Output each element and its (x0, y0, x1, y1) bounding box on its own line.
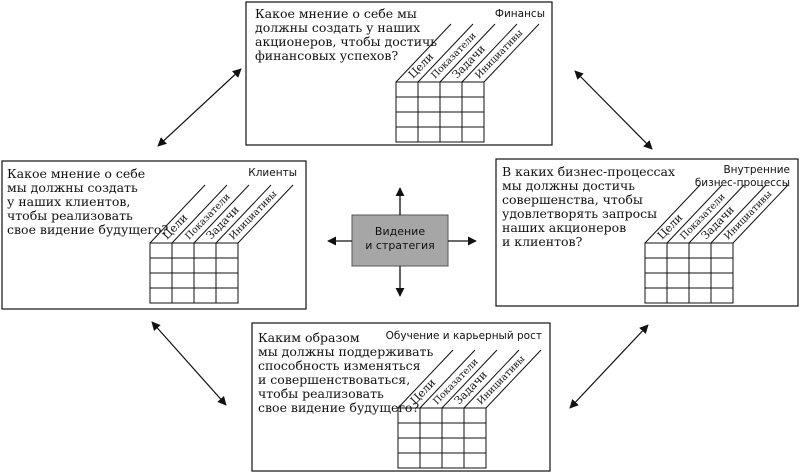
clients-question-line-4: чтобы реализовать (7, 208, 133, 223)
perspective-processes: В каких бизнес-процессах мы должны дости… (495, 158, 799, 307)
perspective-finance: Какое мнение о себе мы должны создать у … (245, 1, 553, 146)
processes-question-line-1: В каких бизнес-процессах (502, 164, 675, 179)
learning-question-line-1: Каким образом (258, 330, 360, 345)
learning-question-line-5: чтобы реализовать (258, 386, 384, 401)
learning-question-line-6: свое видение будущего? (258, 400, 419, 415)
processes-header-slant-3 (710, 184, 767, 244)
learning-header-slant-4 (485, 349, 542, 409)
processes-header-slant-0 (644, 184, 701, 244)
arrow-finance-processes (574, 70, 653, 150)
finance-box (245, 1, 553, 146)
processes-question-line-6: и клиентов? (502, 234, 583, 249)
processes-question-line-3: совершенства, чтобы (502, 192, 643, 207)
learning-header-slant-3 (463, 349, 520, 409)
finance-question-line-3: акционеров, чтобы достичь (255, 34, 437, 49)
learning-header-slant-0 (397, 349, 454, 409)
clients-header-slant-2 (193, 184, 250, 244)
clients-header-slant-3 (215, 184, 272, 244)
clients-header-slant-4 (237, 184, 294, 244)
learning-header-slant-2 (441, 349, 498, 409)
finance-question-line-1: Какое мнение о себе мы (255, 6, 417, 21)
clients-box (1, 160, 307, 310)
center-line-1: Видение (375, 225, 425, 238)
processes-box (495, 158, 799, 307)
processes-question-line-4: удовлетворять запросы (502, 206, 657, 221)
finance-header-slant-3 (461, 23, 518, 83)
finance-header-slant-1 (417, 23, 474, 83)
learning-question-line-4: и совершенствоваться, (258, 372, 410, 387)
arrow-finance-clients (157, 68, 242, 147)
processes-title-line-1: Внутренние (723, 164, 790, 176)
clients-title-line-1: Клиенты (248, 167, 297, 179)
processes-title-line-2: бизнес-процессы (695, 177, 790, 189)
finance-question-line-2: должны создать у наших (255, 20, 420, 35)
finance-question-line-4: финансовых успехов? (255, 48, 398, 63)
clients-header-slant-0 (149, 184, 206, 244)
processes-header-slant-2 (688, 184, 745, 244)
processes-question-line-5: наших акционеров (502, 220, 626, 235)
finance-title-line-1: Финансы (495, 8, 545, 20)
learning-title-line-1: Обучение и карьерный рост (386, 330, 542, 342)
learning-question-line-2: мы должны поддерживать (258, 344, 433, 359)
perspective-learning: Каким образом мы должны поддерживать спо… (251, 322, 551, 472)
clients-question-line-1: Какое мнение о себе (7, 166, 145, 181)
processes-header-slant-4 (732, 184, 789, 244)
finance-header-slant-4 (483, 23, 540, 83)
learning-question-line-3: способность изменяться (258, 358, 421, 373)
clients-question-line-3: у наших клиентов, (7, 194, 130, 209)
clients-question-line-5: свое видение будущего? (7, 222, 168, 237)
finance-header-slant-0 (395, 23, 452, 83)
arrow-clients-learning (151, 321, 227, 406)
learning-header-slant-1 (419, 349, 476, 409)
arrow-processes-learning (569, 324, 649, 409)
processes-question-line-2: мы должны достичь (502, 178, 635, 193)
clients-header-slant-1 (171, 184, 228, 244)
center-box (351, 214, 449, 267)
clients-question-line-2: мы должны создать (7, 180, 138, 195)
learning-box (251, 322, 551, 472)
finance-header-slant-2 (439, 23, 496, 83)
center-line-2: и стратегия (365, 239, 435, 252)
processes-header-slant-1 (666, 184, 723, 244)
perspective-clients: Какое мнение о себе мы должны создать у … (1, 160, 307, 310)
